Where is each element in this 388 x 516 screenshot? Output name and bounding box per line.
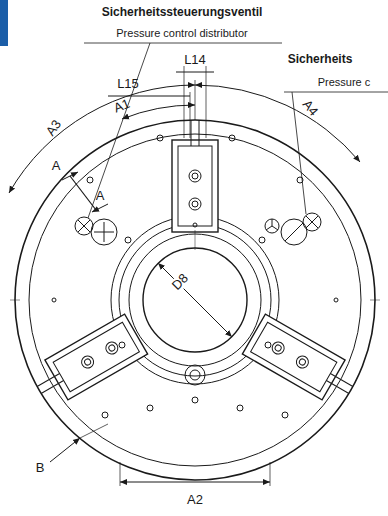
- dimension-label: A2: [187, 493, 203, 507]
- callout-text: Sicherheits: [288, 53, 353, 66]
- dimension-label: A1: [112, 96, 132, 115]
- callout-text: Sicherheitssteuerungsventil: [102, 6, 263, 19]
- callout-text: Pressure control distributor: [116, 27, 247, 39]
- dimension-label: A3: [44, 117, 65, 138]
- dimension-label: A4: [299, 97, 320, 118]
- dimension-label: L15: [117, 77, 139, 91]
- dimension-label: A: [52, 159, 61, 173]
- dimension-label: A: [96, 189, 105, 203]
- dimension-label: B: [36, 461, 45, 475]
- dimension-label: L14: [184, 53, 206, 67]
- callout-text: Pressure c: [318, 76, 371, 88]
- dimension-label: D8: [168, 270, 193, 295]
- section-tab: [0, 0, 8, 46]
